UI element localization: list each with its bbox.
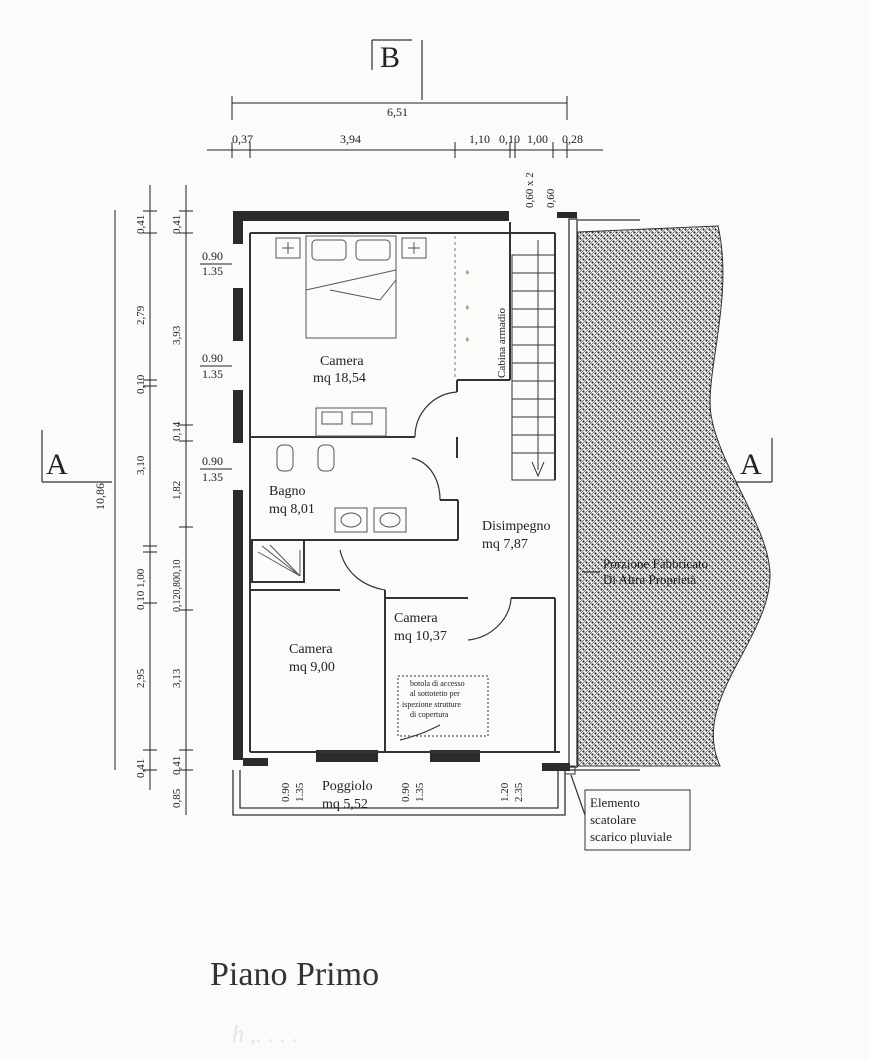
svg-text:0.90: 0.90 — [202, 249, 223, 263]
svg-text:Elemento: Elemento — [590, 795, 640, 810]
room-camera-3-area: mq 10,37 — [394, 629, 447, 644]
room-poggiolo-name: Poggiolo — [322, 779, 373, 794]
svg-text:0,14: 0,14 — [171, 421, 183, 441]
svg-text:♦: ♦ — [465, 302, 470, 312]
room-poggiolo-area: mq 5,52 — [322, 797, 368, 812]
svg-text:1.35: 1.35 — [202, 470, 223, 484]
door-swing-camera2 — [339, 549, 386, 591]
balcony-outline — [232, 770, 566, 816]
dresser — [315, 407, 387, 437]
svg-text:Di Altra Proprietà: Di Altra Proprietà — [603, 572, 696, 587]
dim-stair-a: 0,60 x 2 — [524, 172, 536, 208]
door-swing-camera3 — [467, 597, 512, 641]
svg-text:2.35: 2.35 — [513, 782, 525, 802]
floor-title: Piano Primo — [210, 956, 380, 993]
top-dimensions: 6,51 0,37 3,94 1,10 0,10 1,00 0,28 0,60 … — [207, 96, 603, 208]
svg-text:1.35: 1.35 — [414, 782, 426, 802]
room-camera-2-area: mq 9,00 — [289, 660, 335, 675]
room-bagno-name: Bagno — [269, 484, 306, 499]
svg-text:scatolare: scatolare — [590, 812, 636, 827]
room-disimpegno-area: mq 7,87 — [482, 537, 528, 552]
svg-text:0,10: 0,10 — [135, 590, 147, 610]
svg-text:3,13: 3,13 — [171, 668, 183, 688]
neighbor-label: Porzione Fabbricato Di Altra Proprietà — [582, 556, 708, 587]
svg-text:0,41: 0,41 — [135, 215, 147, 234]
dim-seg-3: 1,10 — [469, 132, 490, 146]
svg-text:0,85: 0,85 — [171, 788, 183, 808]
wardrobe-cabin: ♦ ♦ ♦ Cabina armadio — [454, 236, 508, 378]
svg-text:0,41: 0,41 — [171, 756, 183, 775]
svg-text:B: B — [380, 41, 400, 74]
svg-text:0,10: 0,10 — [135, 374, 147, 394]
bathroom-fixtures — [276, 444, 407, 533]
svg-text:2,95: 2,95 — [135, 668, 147, 688]
label-cabina-armadio: Cabina armadio — [496, 308, 508, 378]
svg-text:1,00: 1,00 — [135, 568, 147, 588]
window-labels-left: 0.90 1.35 0.90 1.35 0.90 1.35 — [200, 249, 232, 484]
svg-text:♦: ♦ — [465, 334, 470, 344]
svg-text:ispezione strutture: ispezione strutture — [402, 700, 461, 709]
dim-seg-1: 0,37 — [232, 132, 253, 146]
section-marker-a-left: A — [41, 430, 112, 483]
nightstand-icon — [275, 237, 427, 259]
svg-text:1.35: 1.35 — [202, 264, 223, 278]
svg-text:A: A — [46, 448, 68, 481]
svg-text:3,93: 3,93 — [171, 325, 183, 345]
staircase — [511, 240, 556, 481]
door-swing-bagno — [411, 457, 441, 501]
room-bagno-area: mq 8,01 — [269, 502, 315, 517]
room-camera-1-area: mq 18,54 — [313, 371, 366, 386]
svg-text:al sottotetto per: al sottotetto per — [410, 689, 460, 698]
dim-overall-width: 6,51 — [387, 105, 408, 119]
svg-text:0,41: 0,41 — [135, 759, 147, 778]
room-disimpegno-name: Disimpegno — [482, 519, 550, 534]
left-dimensions: 10,86 0,41 2,79 0,10 3,10 0,10 1,00 2,95… — [93, 185, 193, 815]
dim-seg-2: 3,94 — [340, 132, 361, 146]
room-labels: Camera mq 18,54 Bagno mq 8,01 Disimpegno… — [269, 354, 550, 812]
svg-text:di copertura: di copertura — [410, 710, 449, 719]
svg-text:1,82: 1,82 — [171, 481, 183, 500]
svg-text:1.35: 1.35 — [294, 782, 306, 802]
dim-seg-5: 1,00 — [527, 132, 548, 146]
section-marker-b: B — [371, 39, 423, 100]
shower-icon — [251, 539, 305, 583]
svg-text:1.35: 1.35 — [202, 367, 223, 381]
window-labels-balcony: 0.90 1.35 0.90 1.35 1.20 2.35 — [280, 782, 525, 802]
dim-stair-b: 0,60 — [545, 188, 557, 208]
svg-text:0.90: 0.90 — [280, 782, 292, 802]
downpipe-note: Elemento scatolare scarico pluviale — [564, 765, 691, 851]
svg-text:0.90: 0.90 — [202, 454, 223, 468]
room-camera-1-name: Camera — [320, 354, 364, 369]
attic-hatch: botola di accesso al sottotetto per ispe… — [397, 675, 489, 741]
room-camera-2-name: Camera — [289, 642, 333, 657]
room-camera-3-name: Camera — [394, 611, 438, 626]
svg-text:A: A — [740, 448, 762, 481]
svg-text:0.90: 0.90 — [202, 351, 223, 365]
svg-text:scarico pluviale: scarico pluviale — [590, 829, 672, 844]
svg-text:botola di accesso: botola di accesso — [410, 679, 465, 688]
svg-text:2,79: 2,79 — [135, 305, 147, 325]
svg-text:0,120,800,10: 0,120,800,10 — [172, 560, 183, 613]
svg-text:♦: ♦ — [465, 267, 470, 277]
svg-text:Porzione Fabbricato: Porzione Fabbricato — [603, 556, 708, 571]
svg-text:0.90: 0.90 — [400, 782, 412, 802]
faded-handwriting: h ,. . . . — [232, 1022, 298, 1048]
dim-overall-height: 10,86 — [93, 483, 107, 510]
svg-text:3,10: 3,10 — [135, 455, 147, 475]
neighbor-hatched-area — [577, 225, 771, 767]
dim-seg-4: 0,10 — [499, 132, 520, 146]
svg-text:0,41: 0,41 — [171, 215, 183, 234]
double-bed — [305, 235, 397, 339]
dim-seg-6: 0,28 — [562, 132, 583, 146]
svg-text:1.20: 1.20 — [499, 782, 511, 802]
door-swing-camera1 — [414, 391, 458, 438]
